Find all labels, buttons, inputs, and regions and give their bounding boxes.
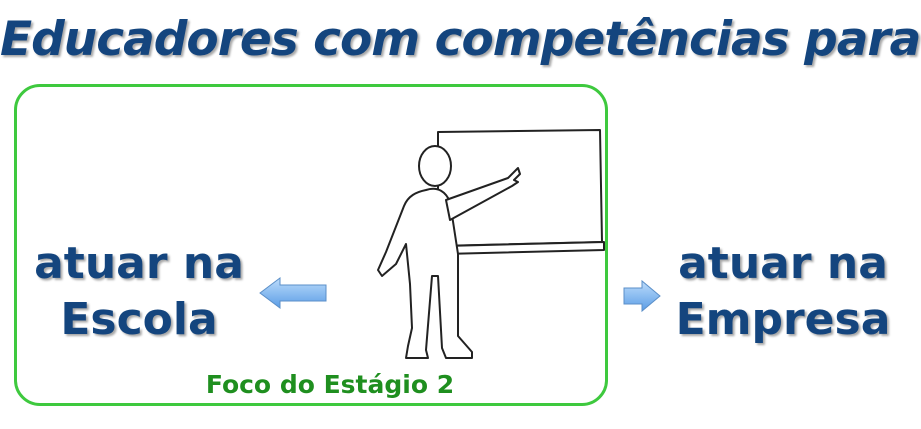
school-label-line1: atuar na: [34, 238, 244, 289]
arrow-right-icon: [623, 279, 661, 313]
page-title: Educadores com competências para…: [0, 12, 921, 67]
teacher-at-board-icon: [377, 129, 605, 359]
focus-caption: Foco do Estágio 2: [205, 370, 455, 399]
teacher-arm: [445, 167, 521, 221]
arrow-left-icon: [259, 277, 327, 309]
school-label: atuar na Escola: [14, 236, 264, 348]
company-label: atuar na Empresa: [652, 236, 914, 348]
company-label-line1: atuar na: [678, 238, 888, 289]
company-label-line2: Empresa: [675, 294, 891, 345]
teacher-body: [377, 187, 473, 359]
board-shape: [437, 129, 603, 247]
focus-box: [14, 84, 608, 406]
school-label-line2: Escola: [60, 294, 218, 345]
teacher-head: [418, 145, 452, 187]
